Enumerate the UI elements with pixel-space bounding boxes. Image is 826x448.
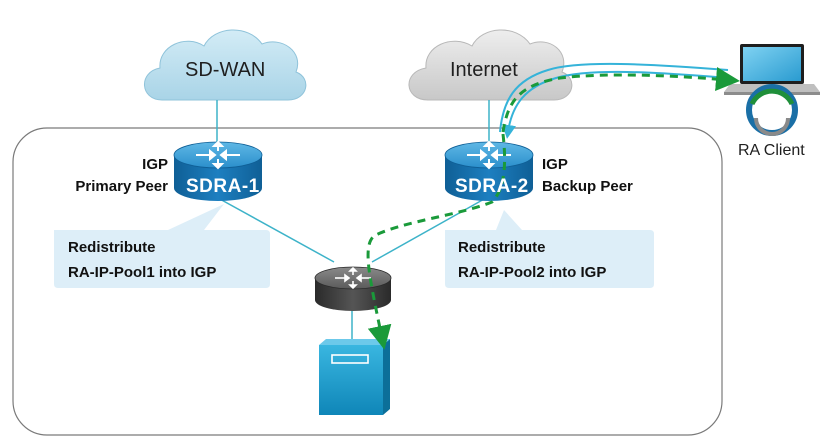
callout-right-line1: Redistribute [458, 239, 546, 256]
sdra1-name: SDRA-1 [186, 176, 260, 197]
ra-client-label: RA Client [738, 142, 805, 159]
callout-left-line2: RA-IP-Pool1 into IGP [68, 264, 217, 281]
link-sdra2-core [371, 197, 487, 263]
sdra2-name: SDRA-2 [455, 176, 529, 197]
callout-right-box [445, 210, 654, 288]
link-sdra1-core [217, 197, 335, 263]
sdwan-cloud [144, 29, 307, 101]
sdwan-cloud-label: SD-WAN [185, 59, 266, 81]
vpn-client-icon [746, 84, 798, 136]
traffic-path-to-server [366, 133, 507, 350]
sdra2-role: IGP Backup Peer [542, 154, 633, 198]
sdra1-role-line2: Primary Peer [75, 178, 168, 195]
server-icon [319, 339, 390, 415]
sdra2-router [444, 140, 534, 201]
internet-cloud-label: Internet [450, 59, 518, 81]
sdra1-role-line1: IGP [142, 156, 168, 173]
internet-cloud [408, 29, 573, 101]
traffic-path-to-client [501, 67, 740, 133]
callout-right-text: Redistribute RA-IP-Pool2 into IGP [458, 235, 606, 285]
sdra2-role-line2: Backup Peer [542, 178, 633, 195]
callout-left-line1: Redistribute [68, 239, 156, 256]
sdra2-role-line1: IGP [542, 156, 568, 173]
sdra1-role: IGP Primary Peer [62, 154, 168, 198]
core-router [314, 266, 392, 311]
laptop-icon [724, 44, 820, 95]
vpn-tunnel [499, 62, 729, 139]
callout-left-text: Redistribute RA-IP-Pool1 into IGP [68, 235, 216, 285]
callout-left-box [54, 204, 270, 288]
callout-right-line2: RA-IP-Pool2 into IGP [458, 264, 607, 281]
sdra1-router [173, 140, 263, 201]
